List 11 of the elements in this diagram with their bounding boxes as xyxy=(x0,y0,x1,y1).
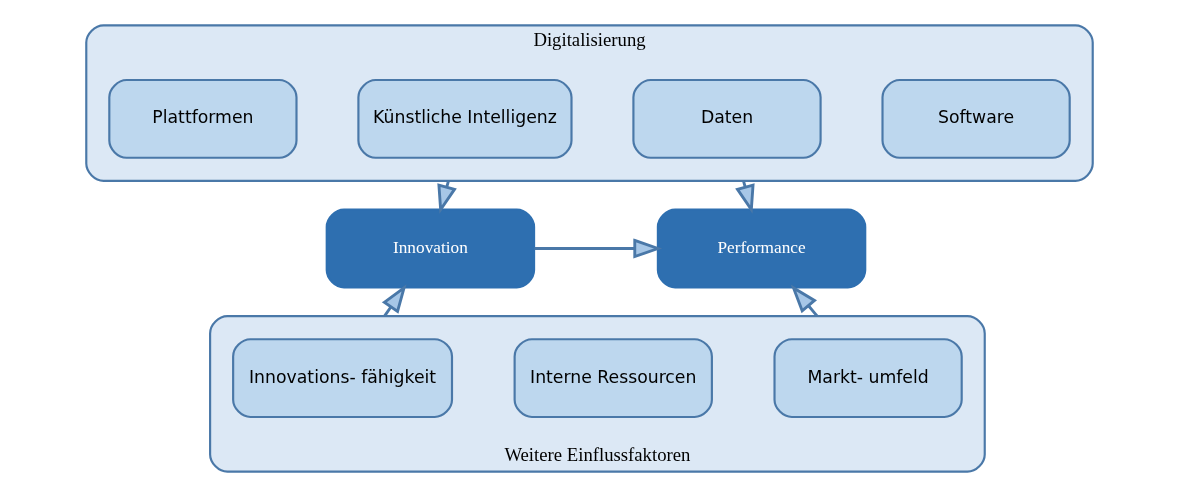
node-box: Daten xyxy=(632,78,822,159)
arrow xyxy=(790,284,819,318)
node-box: Innovations- fähigkeit xyxy=(232,338,454,419)
node-box: Interne Ressourcen xyxy=(513,338,713,419)
node-box: Software xyxy=(881,78,1071,159)
arrow xyxy=(534,238,663,259)
node-box: Innovation xyxy=(325,208,536,289)
node-box: Performance xyxy=(656,208,867,289)
node-box: Markt- umfeld xyxy=(773,338,963,419)
node-box: Künstliche Intelligenz xyxy=(357,78,573,159)
node-box: Plattformen xyxy=(108,78,298,159)
